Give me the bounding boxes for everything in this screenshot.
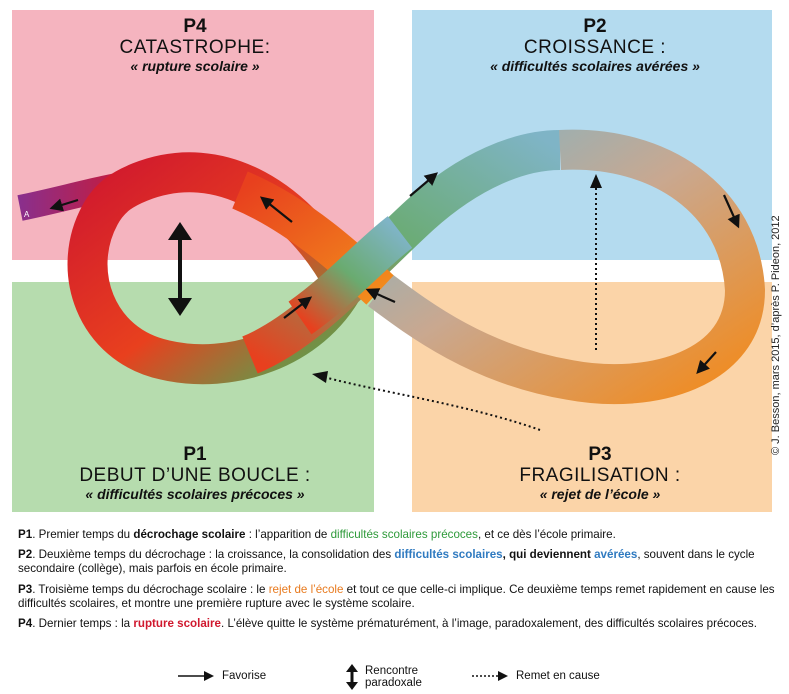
dotted-arrow-icon: [472, 671, 508, 681]
legend-favorise-label: Favorise: [222, 670, 267, 682]
paragraph-p1: P1. Premier temps du décrochage scolaire…: [18, 528, 778, 542]
p2-text-1: . Deuxième temps du décrochage : la croi…: [32, 548, 395, 562]
p4-text-1: . Dernier temps : la: [32, 617, 134, 631]
p2-highlight-2: avérées: [594, 548, 638, 562]
title-p4: P4 CATASTROPHE: « rupture scolaire »: [80, 16, 310, 74]
p1-text-3: , et ce dès l’école primaire.: [477, 528, 616, 541]
paragraph-p3: P3. Troisième temps du décrochage scolai…: [18, 583, 778, 611]
arrow-rising-1: [283, 296, 313, 319]
p2-highlight-1: difficultés scolaires: [394, 548, 503, 562]
p1-name: DEBUT D’UNE BOUCLE :: [79, 465, 311, 487]
infinity-loop: A: [17, 129, 766, 431]
arrow-falling: [365, 288, 396, 304]
arrow-paradoxical: [168, 222, 192, 316]
p3-name: FRAGILISATION :: [519, 465, 681, 487]
legend-remet-label: Remet en cause: [516, 670, 600, 682]
p4-text-2: . L’élève quitte le système prématurémen…: [221, 617, 757, 631]
p3-highlight: rejet de l’école: [268, 582, 344, 596]
p3-number: P3: [588, 444, 612, 465]
paragraph-p4: P4. Dernier temps : la rupture scolaire.…: [18, 617, 778, 631]
arrow-right-bottom: [696, 351, 717, 374]
p3-subtitle: « rejet de l’école »: [539, 485, 661, 502]
title-p3: P3 FRAGILISATION : « rejet de l’école »: [480, 444, 720, 502]
arrow-tail: [49, 198, 79, 212]
p1-number: P1: [183, 444, 207, 465]
p1-subtitle: « difficultés scolaires précoces »: [85, 485, 305, 502]
p1-text-2: : l’apparition de: [245, 528, 331, 541]
p3-tag: P3: [18, 582, 33, 596]
p1-tag: P1: [18, 528, 33, 541]
legend-favorise: Favorise: [176, 670, 266, 682]
p3-text-1: . Troisième temps du décrochage scolaire…: [32, 582, 269, 596]
p3-text-2: et tout ce que celle-ci implique. Ce deu…: [18, 582, 775, 610]
p4-number: P4: [183, 16, 207, 37]
p4-tag: P4: [18, 617, 33, 631]
p4-subtitle: « rupture scolaire »: [130, 57, 260, 74]
p2-tag: P2: [18, 548, 33, 562]
p1-highlight: difficultés scolaires précoces: [330, 528, 478, 541]
p4-name: CATASTROPHE:: [119, 37, 271, 59]
p2-text-2: , souvent dans le cycle secondaire (coll…: [18, 548, 755, 576]
legend-remet: Remet en cause: [470, 670, 600, 682]
legend-rencontre-line1: Rencontre: [365, 665, 419, 677]
title-p1: P1 DEBUT D’UNE BOUCLE : « difficultés sc…: [30, 444, 360, 502]
p2-number: P2: [583, 16, 607, 37]
legend: Favorise Rencontre paradoxale Remet en c…: [0, 664, 789, 694]
p1-bold-1: décrochage scolaire: [133, 528, 246, 541]
solid-arrow-icon: [178, 671, 214, 681]
p2-subtitle: « difficultés scolaires avérées »: [490, 57, 700, 74]
explanation-text: P1. Premier temps du décrochage scolaire…: [18, 528, 778, 637]
arrow-dotted-vertical: [590, 174, 602, 350]
arrow-right-top: [722, 194, 740, 229]
arrow-rising-2: [409, 172, 439, 197]
title-p2: P2 CROISSANCE : « difficultés scolaires …: [440, 16, 750, 74]
arrow-dotted-curve: [312, 371, 541, 431]
paragraph-p2: P2. Deuxième temps du décrochage : la cr…: [18, 548, 778, 576]
double-arrow-icon: [346, 664, 358, 690]
p2-bold-1: , qui deviennent: [502, 548, 595, 562]
infinity-diagram: A P4 CATASTROPHE: « rupture scolaire » P…: [12, 10, 782, 512]
p4-highlight: rupture scolaire: [133, 617, 221, 631]
arrow-left-top: [259, 196, 293, 223]
loop-label-a: A: [24, 210, 30, 219]
p1-text-1: . Premier temps du: [32, 528, 134, 541]
legend-rencontre-line2: paradoxale: [365, 677, 422, 689]
credit-text: © J. Besson, mars 2015, d’après P. Pideo…: [770, 215, 782, 455]
p2-name: CROISSANCE :: [523, 37, 667, 59]
loop-strand-rising: [241, 130, 561, 374]
legend-rencontre: Rencontre paradoxale: [345, 664, 422, 690]
